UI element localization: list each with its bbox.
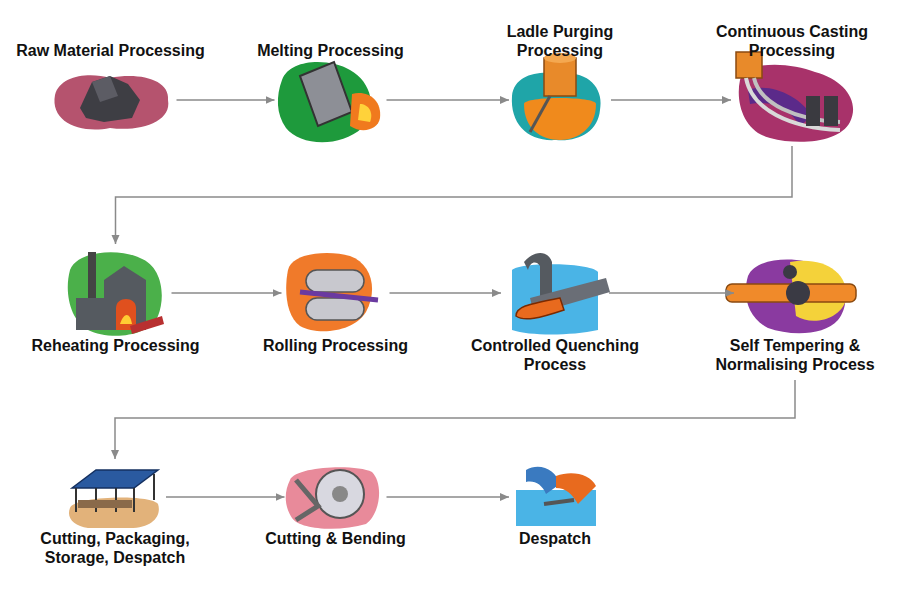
- process-step: Raw Material Processing: [16, 41, 205, 140]
- process-step: Continuous Casting Processing: [707, 22, 877, 140]
- step-icon-area: [70, 465, 160, 529]
- step-icon-area: [737, 60, 847, 140]
- step-icon-area: [515, 60, 605, 140]
- step-label: Cutting & Bending: [265, 529, 405, 548]
- flow-arrow: [166, 496, 285, 498]
- step-icon-area: [51, 60, 171, 140]
- step-label: Raw Material Processing: [16, 41, 205, 60]
- storage-icon: [69, 470, 159, 528]
- process-step: Reheating Processing: [31, 250, 200, 355]
- tempering-icon: [726, 259, 856, 333]
- step-label: Self Tempering & Normalising Process: [705, 336, 885, 374]
- process-step: Cutting, Packaging, Storage, Despatch: [40, 465, 190, 567]
- step-icon-area: [288, 250, 384, 336]
- reheating-icon: [68, 252, 164, 336]
- step-icon-area: [281, 60, 381, 140]
- step-label: Cutting, Packaging, Storage, Despatch: [40, 529, 190, 567]
- step-label: Melting Processing: [257, 41, 404, 60]
- flow-arrow: [177, 99, 275, 101]
- step-icon-area: [515, 465, 595, 529]
- step-label: Rolling Processing: [263, 336, 408, 355]
- ladle-icon: [512, 53, 601, 140]
- step-label: Ladle Purging Processing: [490, 22, 630, 60]
- process-step: Controlled Quenching Process: [465, 250, 645, 374]
- process-step: Cutting & Bending: [265, 465, 406, 548]
- despatch-icon: [516, 467, 596, 526]
- step-label: Despatch: [519, 529, 591, 548]
- process-step: Rolling Processing: [263, 250, 408, 355]
- flow-arrow: [172, 292, 282, 294]
- process-step: Ladle Purging Processing: [490, 22, 630, 140]
- flow-arrow: [116, 146, 793, 244]
- step-label: Controlled Quenching Process: [465, 336, 645, 374]
- caster-icon: [736, 52, 853, 142]
- step-icon-area: [66, 250, 166, 336]
- bending-icon: [286, 467, 379, 528]
- melting-icon: [278, 62, 380, 142]
- step-label: Reheating Processing: [31, 336, 199, 355]
- flow-arrow: [390, 292, 502, 294]
- flow-arrow: [115, 380, 795, 459]
- raw-material-icon: [54, 75, 168, 129]
- process-step: Melting Processing: [257, 41, 404, 140]
- step-label: Continuous Casting Processing: [707, 22, 877, 60]
- flow-arrow: [611, 99, 731, 101]
- step-icon-area: [291, 465, 381, 529]
- flow-arrow: [387, 496, 510, 498]
- rolling-icon: [286, 253, 378, 331]
- step-icon-area: [740, 250, 850, 336]
- step-icon-area: [507, 250, 603, 336]
- flow-arrow: [609, 292, 734, 294]
- quenching-icon: [512, 253, 610, 335]
- process-step: Self Tempering & Normalising Process: [705, 250, 885, 374]
- flow-arrow: [387, 99, 510, 101]
- process-step: Despatch: [515, 465, 595, 548]
